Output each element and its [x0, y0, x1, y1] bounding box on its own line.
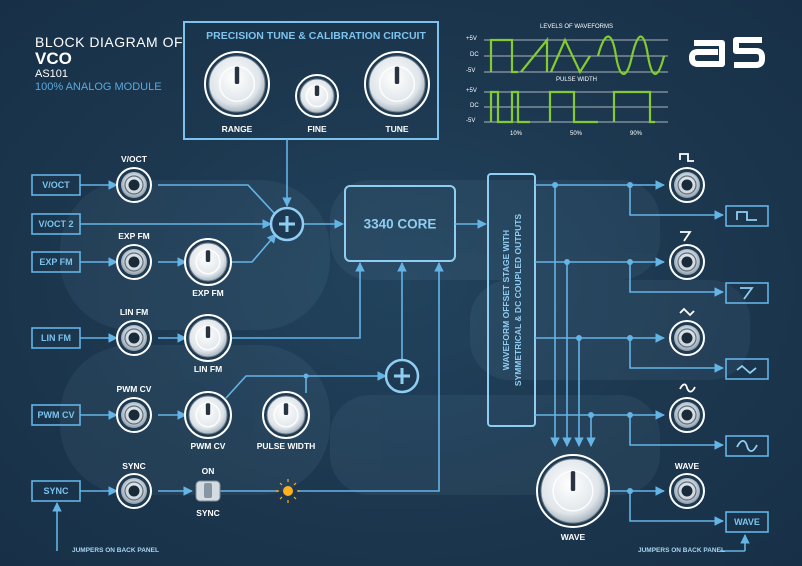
- scope-pw-50: 50%: [570, 131, 583, 137]
- pwmcv-input-box: PWM CV: [37, 410, 75, 420]
- sine-out-jack[interactable]: [669, 397, 705, 433]
- square-box-icon: [736, 211, 757, 221]
- saw-jack-icon: [680, 231, 692, 242]
- switch-sync-label: SYNC: [196, 508, 220, 518]
- scope-top-plus5: +5V: [466, 36, 477, 42]
- jumpers-note-right: JUMPERS ON BACK PANEL: [638, 547, 725, 554]
- linfm-knob[interactable]: [184, 314, 232, 362]
- voct-jack-label: V/OCT: [121, 154, 147, 164]
- calibration-box: [183, 21, 439, 140]
- voct-input-box: V/OCT: [42, 180, 70, 190]
- expfm-jack[interactable]: [116, 244, 152, 280]
- sine-box-icon: [736, 439, 758, 453]
- fine-knob[interactable]: [295, 74, 339, 118]
- scope-levels-title: LEVELS OF WAVEFORMS: [540, 24, 614, 30]
- sine-jack-icon: [679, 383, 696, 393]
- diagram-title: BLOCK DIAGRAM OF: [35, 34, 184, 50]
- offset-stage-box: [487, 173, 536, 427]
- scope-bottom-plus5: +5V: [466, 88, 477, 94]
- scope-bottom-dc: DC: [470, 103, 479, 109]
- saw-out-jack[interactable]: [669, 244, 705, 280]
- pulsewidth-knob[interactable]: [262, 391, 310, 439]
- voct-jack[interactable]: [116, 167, 152, 203]
- tune-knob[interactable]: [364, 51, 430, 117]
- sync-input-box: SYNC: [43, 486, 69, 496]
- triangle-out-jack[interactable]: [669, 320, 705, 356]
- pwmcv-knob-label: PWM CV: [190, 441, 226, 451]
- wave-knob-label: WAVE: [560, 532, 586, 542]
- wave-output-box: WAVE: [734, 517, 760, 527]
- sync-led: [276, 479, 300, 503]
- linfm-jack-label: LIN FM: [119, 307, 149, 317]
- pwmcv-jack-label: PWM CV: [116, 384, 152, 394]
- sync-toggle-switch: [195, 480, 221, 502]
- core-label: 3340 CORE: [363, 216, 437, 232]
- square-jack-icon: [679, 153, 694, 162]
- module-name: VCO: [35, 49, 72, 68]
- fine-knob-label: FINE: [307, 124, 327, 134]
- pwmcv-jack[interactable]: [116, 397, 152, 433]
- scope-pw-90: 90%: [630, 131, 643, 137]
- wave-out-jack[interactable]: [669, 473, 705, 509]
- sum-node-pwm: [384, 358, 420, 394]
- scope-bottom-minus5: -5V: [466, 118, 476, 124]
- triangle-box-icon: [736, 364, 757, 375]
- sync-jack[interactable]: [116, 473, 152, 509]
- scope-top-dc: DC: [470, 52, 479, 58]
- wave-jack-label: WAVE: [674, 461, 700, 471]
- waveform-scope: [484, 35, 668, 124]
- square-out-jack[interactable]: [669, 167, 705, 203]
- expfm-knob[interactable]: [184, 238, 232, 286]
- jumpers-note-left: JUMPERS ON BACK PANEL: [72, 547, 159, 554]
- scope-pulse-title: PULSE WIDTH: [556, 77, 598, 83]
- pwmcv-knob[interactable]: [184, 391, 232, 439]
- scope-pw-10: 10%: [510, 131, 523, 137]
- tune-knob-label: TUNE: [385, 124, 409, 134]
- pulsewidth-knob-label: PULSE WIDTH: [256, 441, 316, 451]
- scope-top-minus5: -5V: [466, 68, 476, 74]
- module-subtitle: 100% ANALOG MODULE: [35, 81, 162, 93]
- expfm-knob-label: EXP FM: [192, 288, 224, 298]
- switch-on-label: ON: [201, 466, 215, 476]
- linfm-knob-label: LIN FM: [193, 364, 223, 374]
- saw-box-icon: [740, 287, 754, 300]
- watermark-logo: [60, 180, 750, 495]
- wave-knob[interactable]: [536, 454, 610, 528]
- linfm-input-box: LIN FM: [41, 333, 71, 343]
- linfm-jack[interactable]: [116, 320, 152, 356]
- range-knob-label: RANGE: [221, 124, 253, 134]
- expfm-jack-label: EXP FM: [118, 231, 150, 241]
- range-knob[interactable]: [204, 51, 270, 117]
- triangle-jack-icon: [679, 307, 695, 317]
- sum-node-pitch: [269, 206, 305, 242]
- a5-logo: [689, 37, 765, 68]
- model-number: AS101: [35, 68, 69, 80]
- voct2-input-box: V/OCT 2: [38, 219, 74, 229]
- expfm-input-box: EXP FM: [39, 257, 73, 267]
- calibration-title: PRECISION TUNE & CALIBRATION CIRCUIT: [206, 30, 426, 42]
- sync-jack-label: SYNC: [122, 461, 146, 471]
